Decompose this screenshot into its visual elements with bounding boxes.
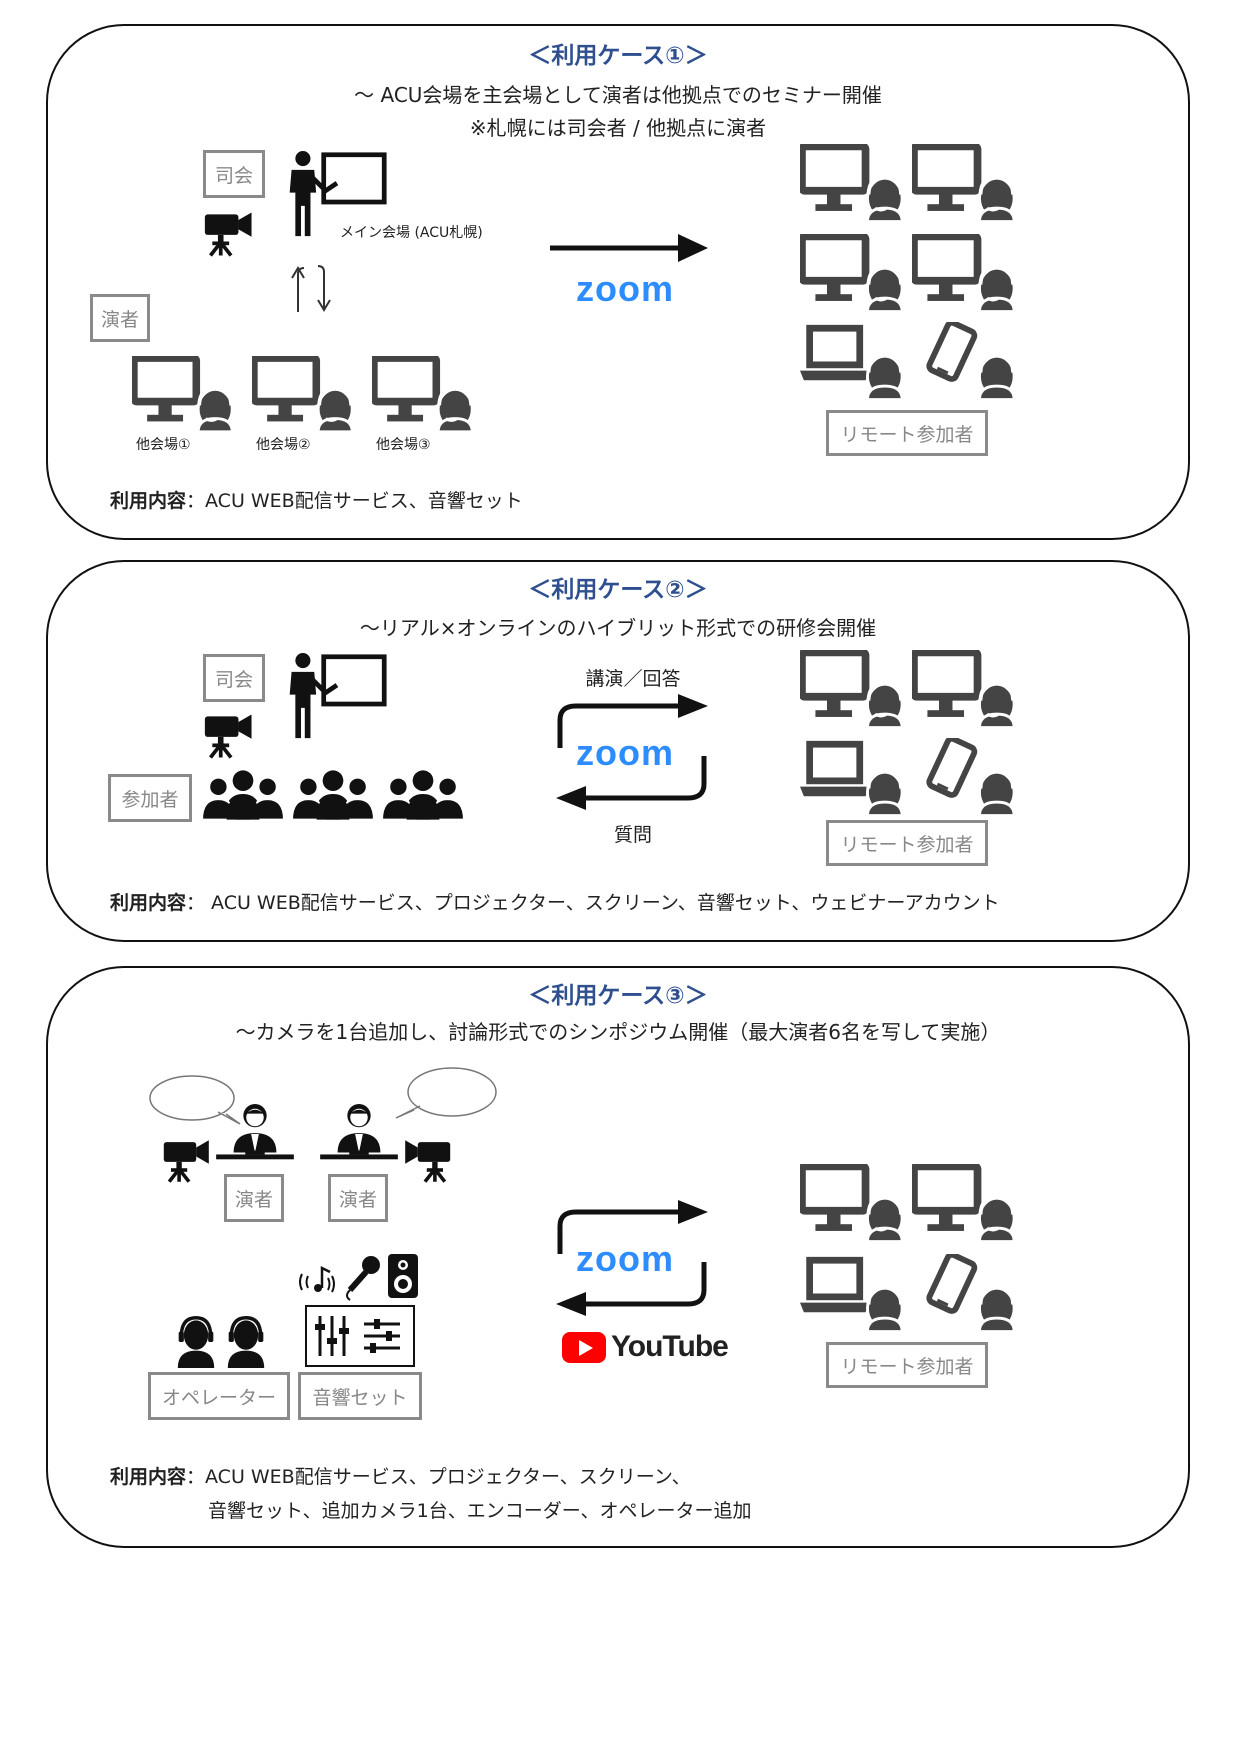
loudspeaker-icon bbox=[388, 1254, 418, 1298]
case1-subtitle: 〜 ACU会場を主会場として演者は他拠点でのセミナー開催 bbox=[354, 83, 882, 107]
case3-usage-text-1: ：ACU WEB配信サービス、プロジェクター、スクリーン、 bbox=[186, 1466, 691, 1488]
phone-icon bbox=[912, 738, 1018, 816]
monitor-icon bbox=[912, 144, 1018, 222]
monitor-icon bbox=[800, 144, 906, 222]
operator-icon bbox=[176, 1316, 216, 1368]
case1-note: ※札幌には司会者 / 他拠点に演者 bbox=[469, 116, 767, 140]
case1-venue-1: 他会場① bbox=[136, 437, 191, 453]
presenter-icon bbox=[284, 650, 388, 742]
speech-bubble-icon bbox=[395, 1067, 497, 1119]
camera-icon bbox=[203, 712, 254, 760]
case3-tag-remote: リモート参加者 bbox=[826, 1342, 988, 1388]
monitor-icon bbox=[912, 650, 1018, 728]
monitor-icon bbox=[912, 1164, 1018, 1242]
monitor-icon bbox=[800, 1164, 906, 1242]
arrow-right-icon bbox=[550, 234, 708, 262]
case2-label-bottom: 質問 bbox=[613, 824, 652, 846]
case3-youtube-text: YouTube bbox=[611, 1330, 729, 1363]
speaker-at-desk-icon bbox=[216, 1103, 294, 1160]
speech-bubble-icon bbox=[149, 1075, 241, 1125]
case3-panel: ＜利用ケース③＞ 〜カメラを1台追加し、討論形式でのシンポジウム開催（最大演者6… bbox=[46, 966, 1190, 1548]
case3-tag-performer-1: 演者 bbox=[224, 1174, 284, 1222]
microphone-icon bbox=[346, 1256, 380, 1301]
case1-tag-host: 司会 bbox=[203, 150, 265, 198]
case1-usage: 利用内容：ACU WEB配信サービス、音響セット bbox=[110, 486, 523, 513]
case1-main-venue: メイン会場 (ACU札幌) bbox=[340, 225, 483, 241]
monitor-icon bbox=[800, 650, 906, 728]
case2-usage-label: 利用内容 bbox=[110, 892, 187, 914]
audience-icon bbox=[382, 769, 464, 820]
monitor-icon bbox=[132, 356, 236, 432]
audience-icon bbox=[202, 769, 284, 820]
case3-zoom-logo: zoom bbox=[576, 1238, 674, 1279]
speaker-at-desk-icon bbox=[320, 1103, 398, 1160]
case2-label-top: 講演／回答 bbox=[585, 668, 681, 690]
case1-tag-remote: リモート参加者 bbox=[826, 410, 988, 456]
case3-tag-sound: 音響セット bbox=[298, 1372, 422, 1420]
case3-title: ＜利用ケース③＞ bbox=[528, 983, 708, 1009]
case3-youtube-logo: YouTube bbox=[562, 1330, 729, 1364]
monitor-icon bbox=[912, 234, 1018, 312]
case3-subtitle: 〜カメラを1台追加し、討論形式でのシンポジウム開催（最大演者6名を写して実施） bbox=[235, 1020, 1001, 1044]
case2-tag-remote: リモート参加者 bbox=[826, 820, 988, 866]
case1-title: ＜利用ケース①＞ bbox=[528, 43, 708, 69]
camera-icon bbox=[162, 1138, 211, 1184]
case1-panel: ＜利用ケース①＞ 〜 ACU会場を主会場として演者は他拠点でのセミナー開催 ※札… bbox=[46, 24, 1190, 540]
monitor-icon bbox=[800, 234, 906, 312]
case3-tag-operator: オペレーター bbox=[148, 1372, 290, 1420]
case1-venue-3: 他会場③ bbox=[376, 437, 431, 453]
case2-subtitle: 〜リアル×オンラインのハイブリット形式での研修会開催 bbox=[359, 616, 877, 640]
phone-icon bbox=[912, 1254, 1018, 1332]
audience-icon bbox=[292, 769, 374, 820]
case1-venue-2: 他会場② bbox=[256, 437, 311, 453]
laptop-icon bbox=[800, 738, 906, 816]
camera-icon bbox=[203, 210, 254, 258]
mixer-icon bbox=[305, 1305, 415, 1367]
case2-usage: 利用内容： ACU WEB配信サービス、プロジェクター、スクリーン、音響セット、… bbox=[110, 888, 1000, 915]
case2-zoom-logo: zoom bbox=[576, 732, 674, 773]
music-note-icon bbox=[299, 1265, 335, 1293]
case2-tag-participant: 参加者 bbox=[108, 774, 192, 822]
case3-usage-label: 利用内容 bbox=[110, 1466, 187, 1488]
monitor-icon bbox=[372, 356, 476, 432]
laptop-icon bbox=[800, 1254, 906, 1332]
monitor-icon bbox=[252, 356, 356, 432]
case3-tag-performer-2: 演者 bbox=[328, 1174, 388, 1222]
case2-tag-host: 司会 bbox=[203, 654, 265, 702]
operator-icon bbox=[226, 1316, 266, 1368]
case2-title: ＜利用ケース②＞ bbox=[528, 577, 708, 603]
camera-icon bbox=[403, 1138, 452, 1184]
phone-icon bbox=[912, 322, 1018, 400]
sync-arrows-icon bbox=[291, 265, 331, 312]
bidirectional-arrows-icon bbox=[556, 1200, 708, 1316]
case2-usage-text: ： ACU WEB配信サービス、プロジェクター、スクリーン、音響セット、ウェビナ… bbox=[186, 892, 1000, 914]
case2-panel: ＜利用ケース②＞ 〜リアル×オンラインのハイブリット形式での研修会開催 司会 参… bbox=[46, 560, 1190, 942]
case1-zoom-logo: zoom bbox=[576, 268, 674, 309]
bidirectional-arrows-icon bbox=[556, 694, 708, 810]
case1-usage-label: 利用内容 bbox=[110, 490, 187, 512]
case1-tag-performer: 演者 bbox=[90, 294, 150, 342]
case3-usage-line2: 音響セット、追加カメラ1台、エンコーダー、オペレーター追加 bbox=[208, 1500, 752, 1522]
case1-usage-text: ：ACU WEB配信サービス、音響セット bbox=[186, 490, 523, 512]
youtube-play-icon bbox=[562, 1331, 606, 1363]
case3-usage-line1: 利用内容：ACU WEB配信サービス、プロジェクター、スクリーン、 bbox=[110, 1462, 691, 1489]
laptop-icon bbox=[800, 322, 906, 400]
